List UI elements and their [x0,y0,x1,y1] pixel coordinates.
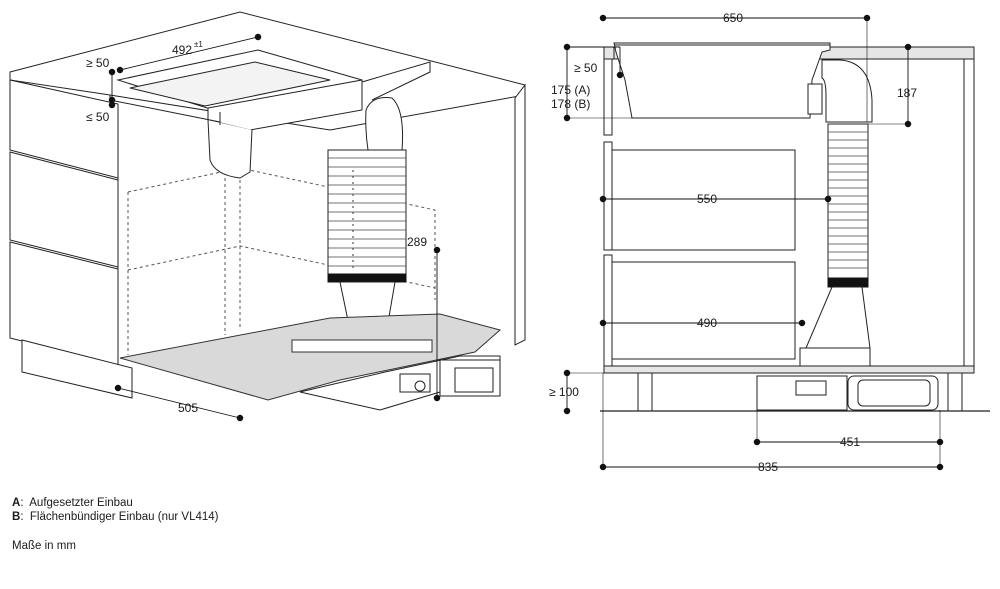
base-plinth-plate [119,313,502,401]
right-section-view [600,42,990,412]
dim-175-a: 175 (A) [551,83,590,97]
section-bottom-board [603,365,975,374]
units-note: Maße in mm [12,540,76,552]
dim-178-b: 178 (B) [551,97,590,111]
dim-835: 835 [758,460,778,474]
hob-unit [109,49,363,179]
right-dimension-labels: 650 ≥ 50 175 (A) 178 (B) 187 550 490 ≥ 1… [549,11,917,474]
dim-492-tolerance: ±1 [194,40,203,49]
dim-490: 490 [697,316,717,330]
fan-unit [299,355,501,411]
right-dimension-lines [563,14,944,471]
legend-key-b: B [12,511,21,523]
dim-650: 650 [723,11,743,25]
upper-drawer [611,149,796,251]
cabinet-front [9,79,133,399]
dim-ge50-left: ≥ 50 [86,56,110,70]
dim-289: 289 [407,235,427,249]
section-hob [613,42,831,119]
section-duct-elbow [821,59,873,123]
legend: A: Aufgesetzter Einbau B: Flächenbündige… [12,496,219,524]
dim-492: 492 [172,43,192,57]
dim-187: 187 [897,86,917,100]
left-dimension-labels: 492 ±1 ≥ 50 ≤ 50 289 505 [86,40,427,415]
section-back-wall [963,58,975,370]
legend-text-b: Flächenbündiger Einbau (nur VL414) [29,511,219,523]
dim-550: 550 [697,192,717,206]
dim-ge50-right: ≥ 50 [574,61,598,75]
lower-drawer [611,261,796,360]
cabinet-side-wall [514,83,526,346]
section-front-panel [603,58,613,136]
left-dimension-lines [108,33,441,422]
legend-key-a: A [12,497,21,509]
legend-text-a: Aufgesetzter Einbau [29,497,133,509]
dim-451: 451 [840,435,860,449]
legend-item-a: A: Aufgesetzter Einbau [12,497,133,509]
legend-item-b: B: Flächenbündiger Einbau (nur VL414) [12,511,219,523]
dim-le50-left: ≤ 50 [86,110,110,124]
dim-ge100: ≥ 100 [549,385,579,399]
left-isometric-view [9,11,526,411]
section-flex-pipe [827,123,869,281]
dim-505: 505 [178,401,198,415]
